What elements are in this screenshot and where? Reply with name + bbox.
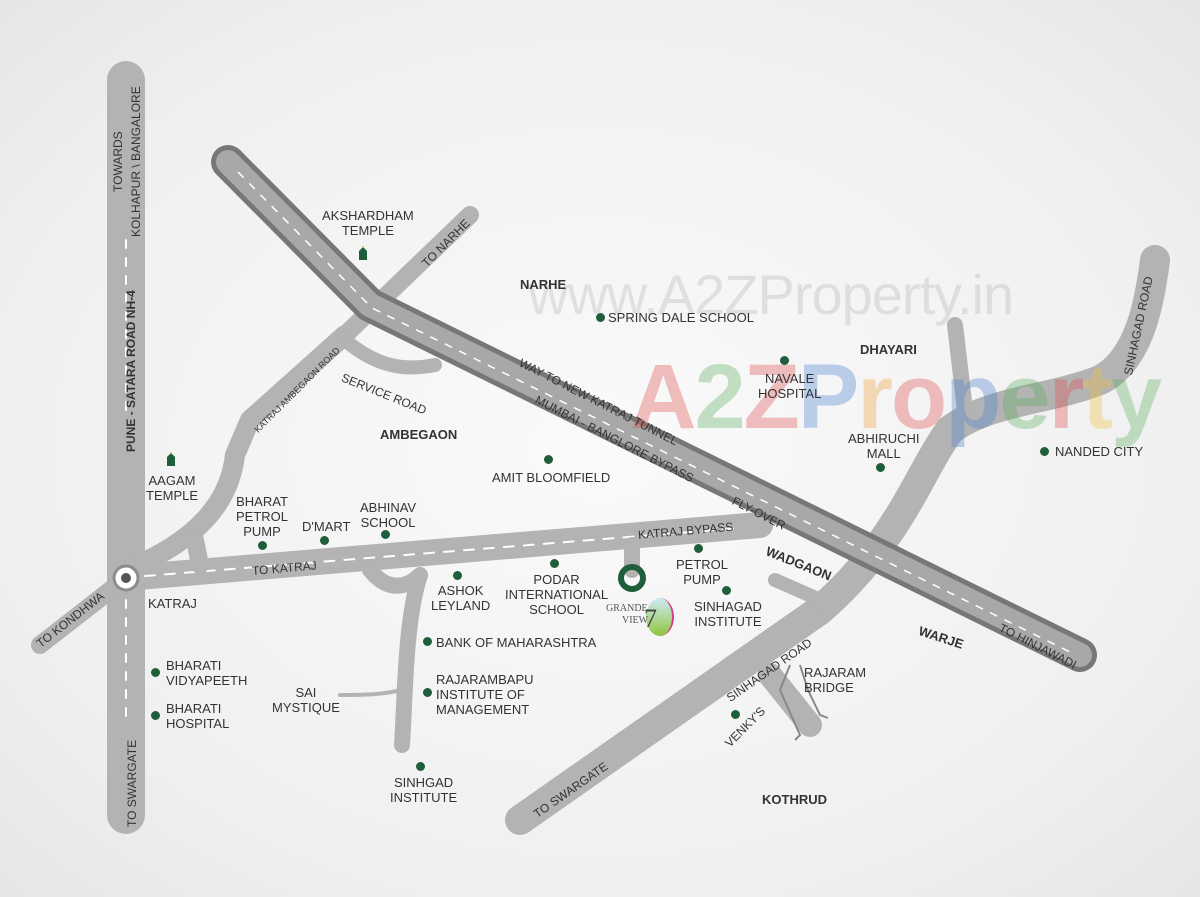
landmark-dmart: D'MART (302, 519, 351, 534)
marker-icon (320, 536, 329, 545)
temple-icon (167, 452, 175, 466)
marker-icon (416, 762, 425, 771)
area-kothrud: KOTHRUD (762, 792, 827, 807)
marker-icon (544, 455, 553, 464)
marker-icon (258, 541, 267, 550)
project-location-icon (618, 564, 646, 592)
marker-icon (381, 530, 390, 539)
temple-icon (359, 246, 367, 260)
watermark-url: www.A2ZProperty.in (528, 263, 1014, 326)
landmark-bank: BANK OF MAHARASHTRA (436, 635, 597, 650)
landmark-spring-dale: SPRING DALE SCHOOL (608, 310, 754, 325)
marker-icon (1040, 447, 1049, 456)
area-narhe: NARHE (520, 277, 567, 292)
marker-icon (876, 463, 885, 472)
area-dhayari: DHAYARI (860, 342, 917, 357)
project-logo: GRANDE VIEW 7 (606, 598, 674, 640)
marker-icon (151, 711, 160, 720)
watermark-brand: A2ZProperty (630, 346, 1162, 448)
area-katraj: KATRAJ (148, 596, 197, 611)
nh4-label: PUNE - SATARA ROAD NH-4 (124, 290, 138, 452)
marker-icon (731, 710, 740, 719)
area-ambegaon: AMBEGAON (380, 427, 458, 442)
to-swargate-left-label: TO SWARGATE (125, 739, 139, 827)
towards-label: TOWARDS (111, 131, 125, 192)
marker-icon (453, 571, 462, 580)
marker-icon (423, 637, 432, 646)
marker-icon (550, 559, 559, 568)
marker-icon (423, 688, 432, 697)
landmark-nanded: NANDED CITY (1055, 444, 1144, 459)
marker-icon (722, 586, 731, 595)
marker-icon (596, 313, 605, 322)
marker-icon (694, 544, 703, 553)
landmark-amit: AMIT BLOOMFIELD (492, 470, 611, 485)
sinhagad-road (505, 245, 1170, 835)
marker-icon (151, 668, 160, 677)
kolhapur-label: KOLHAPUR \ BANGALORE (129, 86, 143, 237)
marker-icon (780, 356, 789, 365)
